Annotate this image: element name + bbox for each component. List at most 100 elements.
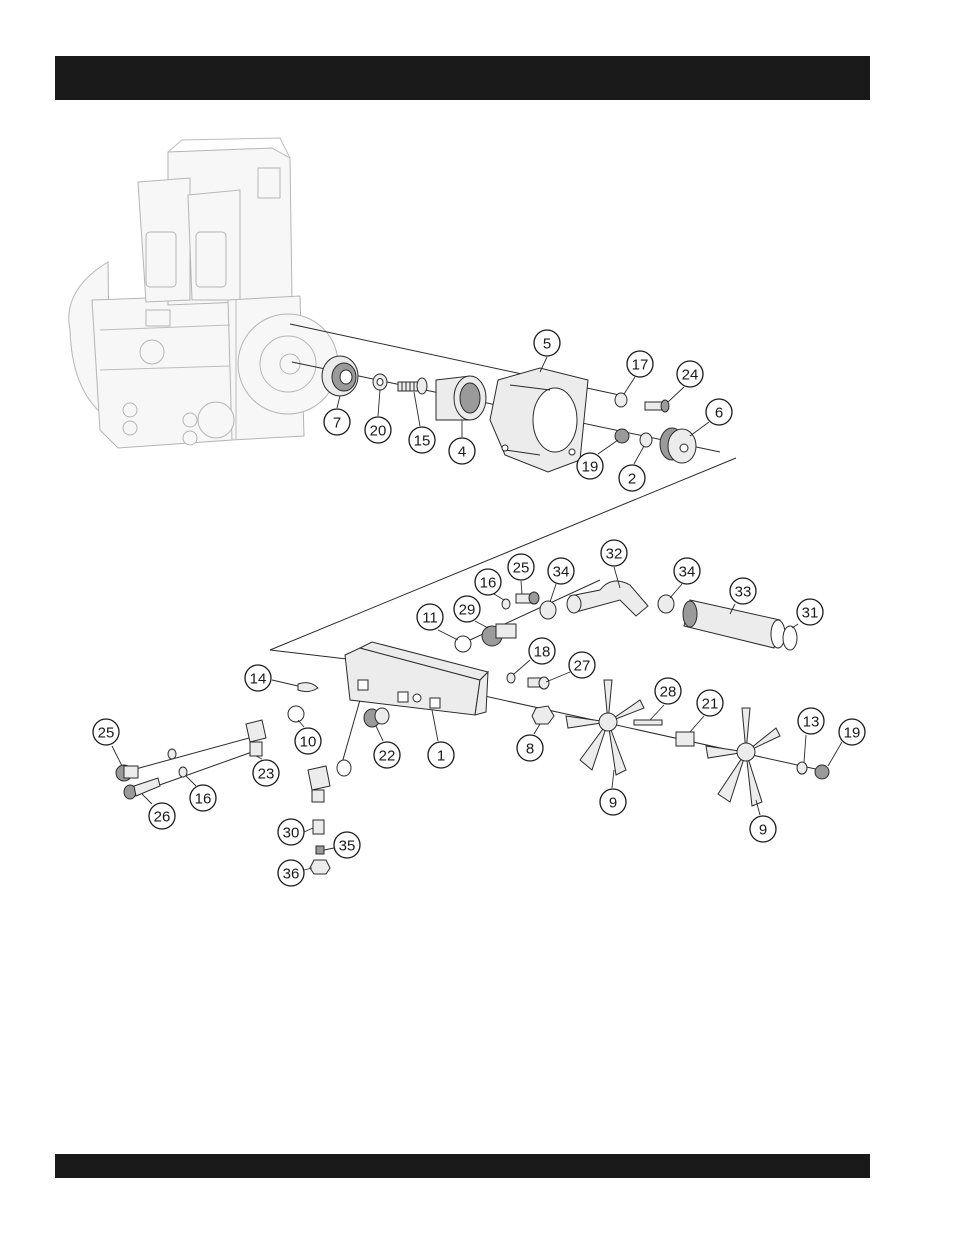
part-9-fan-2 [706,708,780,806]
callout-number: 26 [154,809,171,826]
callout-number: 34 [679,564,696,581]
callout-number: 25 [513,560,530,577]
part-2-washer [640,433,652,447]
callout-number: 20 [370,423,387,440]
part-8-nut [532,706,554,724]
part-25-bolt-upper [516,592,539,604]
part-23-elbow [246,720,266,756]
callout-number: 6 [715,405,723,422]
callout-2: 2 [619,465,645,491]
callout-36: 36 [278,860,304,886]
part-34-clamp-upper [540,601,556,619]
callout-25: 25 [508,554,534,580]
callout-22: 22 [374,742,400,768]
callout-20: 20 [365,417,391,443]
callout-30: 30 [278,819,304,845]
callout-number: 33 [735,584,752,601]
callout-number: 19 [844,725,861,742]
callout-9: 9 [600,789,626,815]
callout-13: 13 [798,708,824,734]
part-26-bolt [124,778,160,799]
callout-number: 22 [379,748,396,765]
part-15-bolt [398,378,427,394]
callout-number: 14 [250,671,267,688]
callout-number: 9 [759,822,767,839]
callout-19: 19 [839,719,865,745]
callout-number: 25 [98,725,115,742]
callout-16: 16 [190,785,216,811]
engine-ghost [69,138,338,448]
part-7-bearing [322,356,358,396]
callout-9: 9 [750,816,776,842]
callout-number: 11 [422,610,438,627]
callout-1: 1 [428,742,454,768]
callout-number: 23 [258,766,275,783]
callout-5: 5 [534,330,560,356]
callout-number: 34 [553,564,570,581]
callout-25: 25 [93,719,119,745]
callout-28: 28 [655,678,681,704]
callout-8: 8 [517,735,543,761]
callout-6: 6 [706,399,732,425]
callout-19: 19 [577,453,603,479]
callout-15: 15 [409,427,435,453]
callout-number: 13 [803,714,820,731]
callout-number: 35 [339,838,356,855]
callout-number: 1 [437,748,445,765]
callout-number: 16 [195,791,212,808]
callout-number: 27 [574,658,591,675]
callout-number: 32 [606,546,623,563]
callout-7: 7 [324,409,350,435]
part-35-insert [316,846,324,854]
part-13-washer [797,762,807,774]
part-16-washer-lower [179,767,187,777]
part-28-shaft [634,720,662,725]
callout-11: 11 [417,604,443,630]
callout-24: 24 [677,361,703,387]
part-36-nut [310,860,330,874]
part-32-hose-elbow [567,581,648,616]
part-21-coupler [676,732,694,746]
part-25-bolt-lower [116,765,138,781]
callout-number: 28 [660,684,677,701]
callout-17: 17 [627,351,653,377]
callout-10: 10 [295,728,321,754]
part-11-o-ring [455,636,471,652]
callout-number: 29 [459,602,476,619]
part-14-key [298,683,318,692]
part-4-sleeve [436,376,486,420]
part-16-washer-upper [502,599,510,609]
callout-number: 10 [300,734,317,751]
callout-number: 36 [283,866,300,883]
callout-27: 27 [569,652,595,678]
callout-35: 35 [334,832,360,858]
part-9-fan-1 [566,680,644,775]
callout-21: 21 [697,690,723,716]
callout-16: 16 [475,569,501,595]
callout-number: 18 [534,644,551,661]
callout-33: 33 [730,578,756,604]
callout-32: 32 [601,540,627,566]
callout-number: 19 [582,459,599,476]
callout-number: 15 [414,433,431,450]
part-10-o-ring [288,706,304,722]
part-1-manifold [345,642,488,715]
callout-number: 2 [628,471,636,488]
callout-34: 34 [674,558,700,584]
callout-29: 29 [454,596,480,622]
callout-34: 34 [548,558,574,584]
callout-number: 5 [543,336,551,353]
part-22-fitting [364,708,389,727]
callout-number: 8 [526,741,534,758]
part-30-elbow [308,766,330,834]
callout-number: 17 [632,357,649,374]
callout-18: 18 [529,638,555,664]
part-34-clamp-lower [658,595,674,613]
callout-number: 30 [283,825,300,842]
callout-31: 31 [797,599,823,625]
callout-number: 7 [333,415,341,432]
callout-number: 24 [682,367,699,384]
part-27-bolt [528,677,549,689]
part-31-o-ring [783,626,797,650]
